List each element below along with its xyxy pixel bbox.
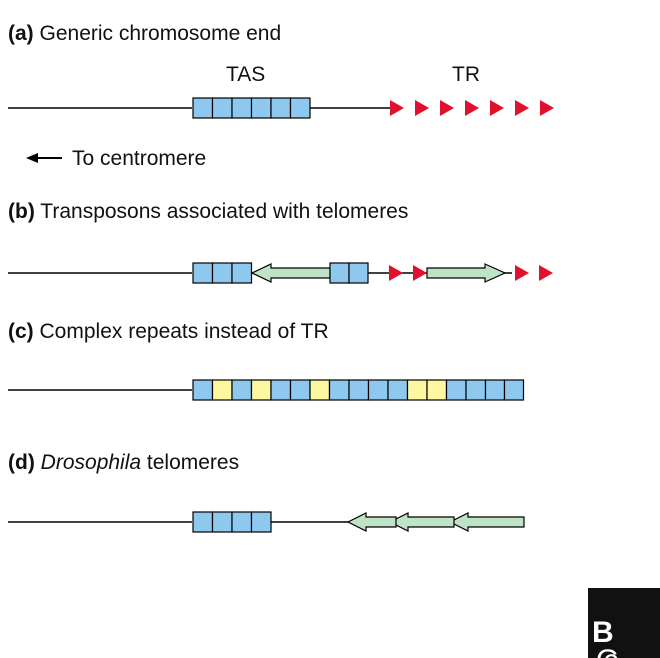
panel-c-letter: (c)	[8, 320, 34, 343]
panel-c-title: (c) Complex repeats instead of TR	[8, 320, 329, 344]
telomere-repeats-a	[390, 100, 554, 116]
panel-d-title: (d) Drosophila telomeres	[8, 451, 239, 475]
tas-blocks-a	[192, 97, 311, 119]
panel-c-diagram	[8, 379, 525, 401]
transposon-left-arrow-b	[250, 263, 331, 283]
centromere-arrow	[26, 153, 62, 163]
tas-blocks-b1	[192, 262, 253, 284]
tas-label: TAS	[226, 63, 266, 86]
panel-a-text: Generic chromosome end	[39, 22, 282, 45]
panel-a-letter: (a)	[8, 22, 34, 45]
panel-d-letter: (d)	[8, 451, 35, 474]
panel-a-title: (a) Generic chromosome end	[8, 22, 281, 46]
transposon-right-arrow-b	[426, 263, 507, 283]
panel-b-title: (b) Transposons associated with telomere…	[8, 200, 408, 224]
het-a-tart-arrays-d	[346, 512, 525, 532]
panel-b-letter: (b)	[8, 200, 35, 223]
panel-c-text: Complex repeats instead of TR	[39, 320, 329, 343]
telomere-repeats-b2	[515, 265, 553, 281]
tr-label: TR	[452, 63, 480, 86]
panel-d-text: telomeres	[141, 451, 240, 474]
panel-a-diagram	[8, 97, 554, 119]
tas-blocks-d	[192, 511, 272, 533]
panel-b-diagram	[8, 262, 553, 284]
to-centromere-label: To centromere	[72, 147, 207, 170]
tas-blocks-b2	[329, 262, 369, 284]
complex-repeats-c	[192, 379, 525, 401]
panel-b-text: Transposons associated with telomeres	[40, 200, 409, 223]
gb-logo: GB.c	[588, 588, 660, 658]
telomere-repeats-b1	[389, 265, 427, 281]
panel-d-italic: Drosophila	[40, 451, 142, 474]
panel-d-diagram	[8, 511, 525, 533]
gb-logo-text: GB.c	[592, 616, 619, 658]
